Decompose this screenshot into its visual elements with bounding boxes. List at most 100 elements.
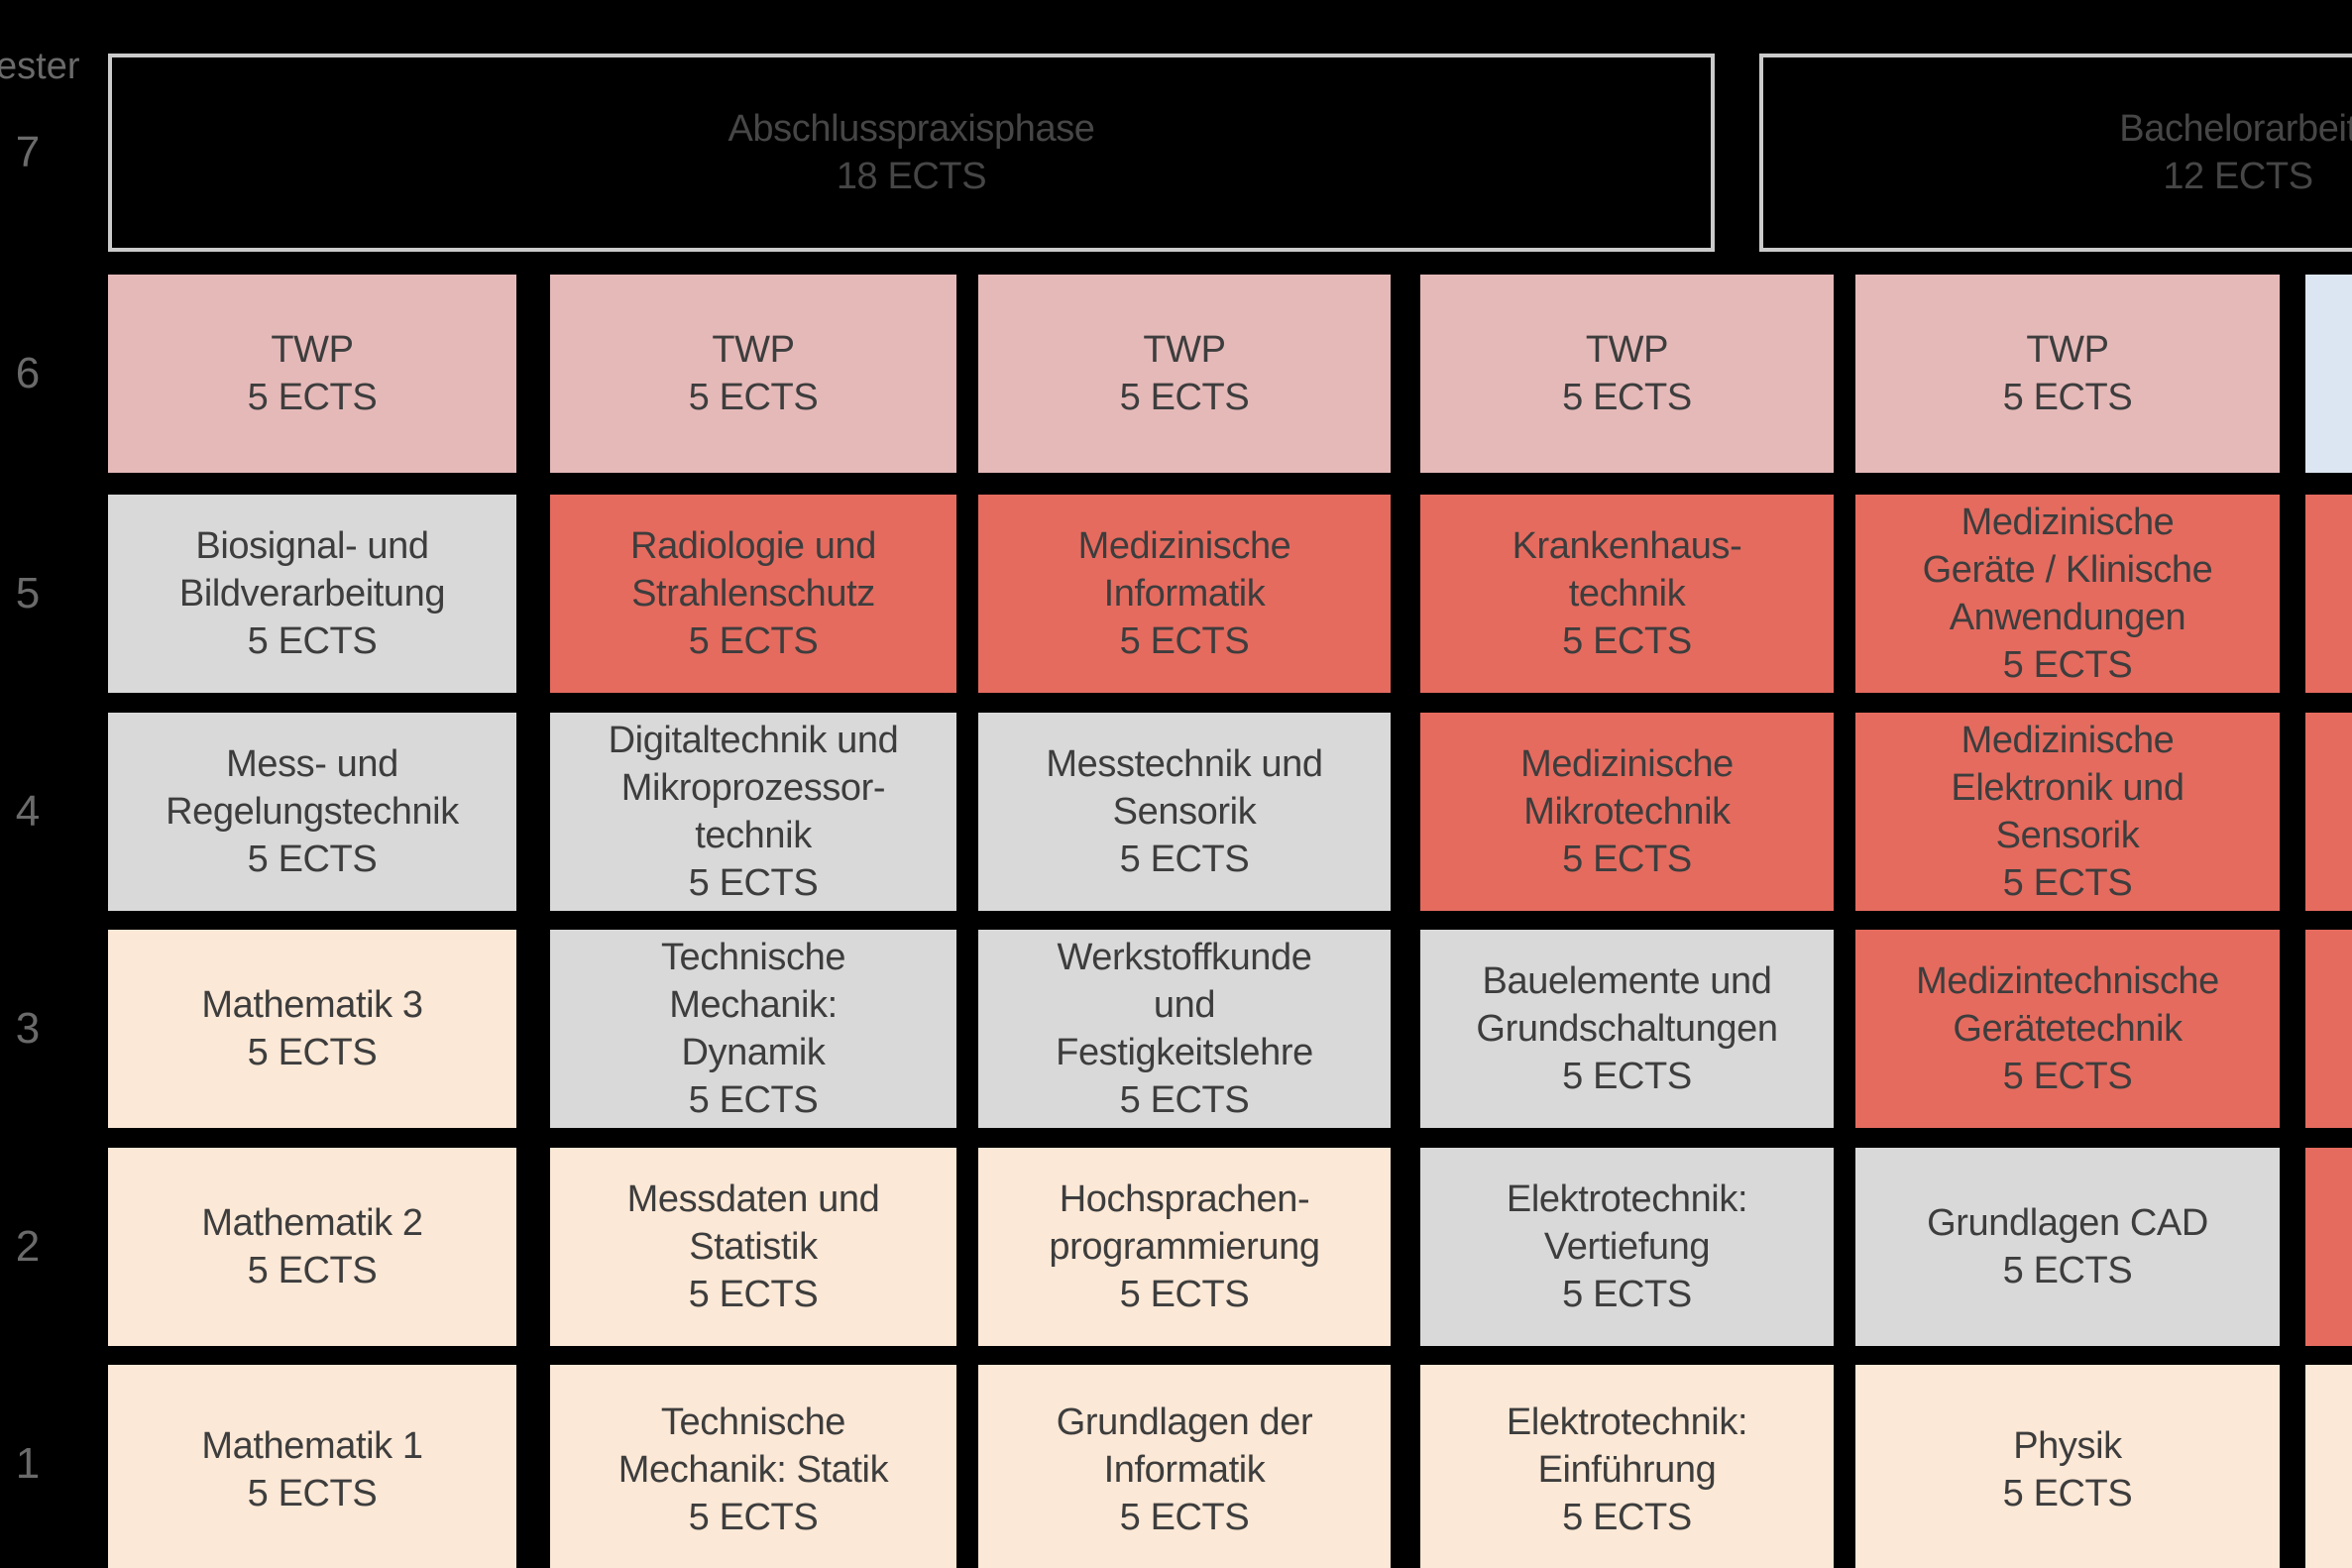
course-title: Medizinische Mikrotechnik (1520, 743, 1734, 833)
partial-course-box (2305, 1365, 2352, 1568)
course-ects: 5 ECTS (1562, 1056, 1692, 1097)
course-box-twp-1: TWP 5 ECTS (108, 275, 516, 473)
course-title: Physik (2013, 1425, 2122, 1467)
course-title: Mess- und Regelungstechnik (166, 743, 459, 833)
course-box-medizintechnische-geraetetechnik: Medizintechnische Gerätetechnik 5 ECTS (1855, 930, 2280, 1128)
course-ects: 5 ECTS (1119, 1274, 1250, 1315)
course-box-medizinische-geraete-klinische-anwendungen: Medizinische Geräte / Klinische Anwendun… (1855, 495, 2280, 693)
course-title: Mathematik 3 (201, 984, 423, 1026)
semester-7-label: 7 (15, 128, 41, 176)
course-box-krankenhaustechnik: Krankenhaus- technik 5 ECTS (1420, 495, 1834, 693)
course-ects: 5 ECTS (1562, 377, 1692, 418)
course-box-mathematik-3: Mathematik 3 5 ECTS (108, 930, 516, 1128)
course-title: Werkstoffkunde und Festigkeitslehre (1056, 937, 1313, 1073)
course-box-messtechnik-und-sensorik: Messtechnik und Sensorik 5 ECTS (978, 713, 1391, 911)
course-title: Radiologie und Strahlenschutz (630, 525, 876, 615)
course-ects: 5 ECTS (1562, 620, 1692, 662)
course-ects: 5 ECTS (2002, 644, 2133, 686)
course-ects: 5 ECTS (688, 1274, 819, 1315)
course-ects: 5 ECTS (2002, 1056, 2133, 1097)
course-box-medizinische-elektronik-und-sensorik: Medizinische Elektronik und Sensorik 5 E… (1855, 713, 2280, 911)
course-ects: 5 ECTS (1119, 620, 1250, 662)
course-box-twp-2: TWP 5 ECTS (550, 275, 956, 473)
semester-1-label: 1 (15, 1439, 41, 1488)
course-title: TWP (1143, 329, 1226, 371)
course-ects: 5 ECTS (1562, 1274, 1692, 1315)
bachelorarbeit-box: Bachelorarbeit 12 ECTS (1759, 54, 2352, 252)
course-ects: 18 ECTS (836, 156, 987, 197)
course-box-werkstoffkunde-und-festigkeitslehre: Werkstoffkunde und Festigkeitslehre 5 EC… (978, 930, 1391, 1128)
course-box-twp-5: TWP 5 ECTS (1855, 275, 2280, 473)
course-box-grundlagen-cad: Grundlagen CAD 5 ECTS (1855, 1148, 2280, 1346)
course-ects: 5 ECTS (2002, 1250, 2133, 1291)
course-ects: 5 ECTS (2002, 1473, 2133, 1514)
course-title: Elektrotechnik: Einführung (1506, 1401, 1748, 1491)
course-box-mess-und-regelungstechnik: Mess- und Regelungstechnik 5 ECTS (108, 713, 516, 911)
course-title: Medizinische Elektronik und Sensorik (1951, 720, 2184, 856)
semester-axis-label: ester (0, 46, 80, 87)
course-ects: 5 ECTS (688, 620, 819, 662)
course-ects: 5 ECTS (688, 377, 819, 418)
partial-course-box (2305, 495, 2352, 693)
semester-4-label: 4 (15, 787, 41, 836)
course-title: Grundlagen CAD (1927, 1202, 2208, 1244)
course-box-physik: Physik 5 ECTS (1855, 1365, 2280, 1568)
course-ects: 5 ECTS (247, 620, 378, 662)
course-box-mathematik-2: Mathematik 2 5 ECTS (108, 1148, 516, 1346)
course-box-grundlagen-der-informatik: Grundlagen der Informatik 5 ECTS (978, 1365, 1391, 1568)
course-title: Bauelemente und Grundschaltungen (1476, 960, 1778, 1050)
course-box-twp-4: TWP 5 ECTS (1420, 275, 1834, 473)
course-box-hochsprachenprogrammierung: Hochsprachen- programmierung 5 ECTS (978, 1148, 1391, 1346)
course-title: TWP (712, 329, 795, 371)
course-title: Messdaten und Statistik (626, 1178, 880, 1268)
course-box-radiologie-und-strahlenschutz: Radiologie und Strahlenschutz 5 ECTS (550, 495, 956, 693)
course-title: Medizinische Informatik (1077, 525, 1291, 615)
course-title: Messtechnik und Sensorik (1046, 743, 1323, 833)
course-ects: 5 ECTS (2002, 862, 2133, 904)
course-ects: 5 ECTS (1119, 1079, 1250, 1121)
course-ects: 5 ECTS (688, 862, 819, 904)
course-title: TWP (271, 329, 354, 371)
course-box-mathematik-1: Mathematik 1 5 ECTS (108, 1365, 516, 1568)
semester-3-label: 3 (15, 1004, 41, 1053)
course-ects: 5 ECTS (247, 377, 378, 418)
course-ects: 5 ECTS (1562, 839, 1692, 880)
course-title: Medizinische Geräte / Klinische Anwendun… (1922, 502, 2213, 638)
course-title: Krankenhaus- technik (1512, 525, 1742, 615)
course-ects: 5 ECTS (688, 1079, 819, 1121)
course-title: TWP (1585, 329, 1669, 371)
partial-course-box (2305, 275, 2352, 473)
course-box-bauelemente-und-grundschaltungen: Bauelemente und Grundschaltungen 5 ECTS (1420, 930, 1834, 1128)
partial-course-box (2305, 1148, 2352, 1346)
course-title: Abschlusspraxisphase (728, 108, 1095, 150)
course-box-technische-mechanik-statik: Technische Mechanik: Statik 5 ECTS (550, 1365, 956, 1568)
course-ects: 5 ECTS (247, 1473, 378, 1514)
course-box-technische-mechanik-dynamik: Technische Mechanik: Dynamik 5 ECTS (550, 930, 956, 1128)
course-title: Mathematik 1 (201, 1425, 423, 1467)
partial-course-box (2305, 930, 2352, 1128)
course-ects: 12 ECTS (2163, 156, 2313, 197)
course-ects: 5 ECTS (247, 1032, 378, 1073)
course-box-medizinische-mikrotechnik: Medizinische Mikrotechnik 5 ECTS (1420, 713, 1834, 911)
course-ects: 5 ECTS (1119, 377, 1250, 418)
course-title: Hochsprachen- programmierung (1049, 1178, 1320, 1268)
course-box-messdaten-und-statistik: Messdaten und Statistik 5 ECTS (550, 1148, 956, 1346)
course-ects: 5 ECTS (247, 839, 378, 880)
abschlusspraxisphase-box: Abschlusspraxisphase 18 ECTS (108, 54, 1715, 252)
course-title: Mathematik 2 (201, 1202, 423, 1244)
course-box-elektrotechnik-einfuehrung: Elektrotechnik: Einführung 5 ECTS (1420, 1365, 1834, 1568)
course-title: Technische Mechanik: Statik (617, 1401, 889, 1491)
semester-2-label: 2 (15, 1222, 41, 1271)
course-box-biosignal-und-bildverarbeitung: Biosignal- und Bildverarbeitung 5 ECTS (108, 495, 516, 693)
semester-6-label: 6 (15, 349, 41, 397)
course-box-twp-3: TWP 5 ECTS (978, 275, 1391, 473)
course-title: Elektrotechnik: Vertiefung (1506, 1178, 1748, 1268)
course-title: Medizintechnische Gerätetechnik (1916, 960, 2219, 1050)
course-title: Grundlagen der Informatik (1056, 1401, 1313, 1491)
course-box-digitaltechnik-und-mikroprozessortechnik: Digitaltechnik und Mikroprozessor- techn… (550, 713, 956, 911)
course-ects: 5 ECTS (2002, 377, 2133, 418)
semester-5-label: 5 (15, 569, 41, 617)
course-ects: 5 ECTS (688, 1497, 819, 1538)
course-ects: 5 ECTS (1119, 839, 1250, 880)
